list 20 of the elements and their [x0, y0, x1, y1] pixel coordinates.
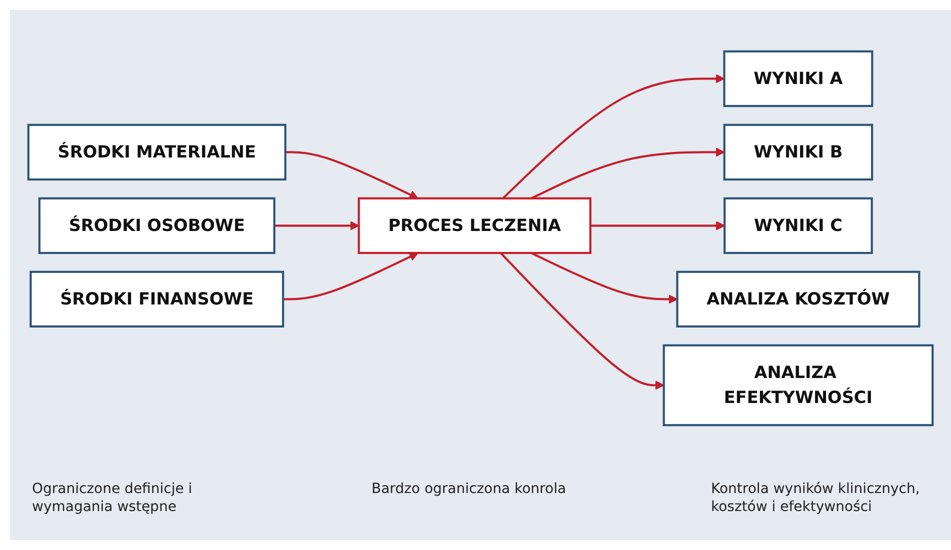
arrow	[283, 252, 418, 300]
column-caption: Kontrola wyników klinicznych, kosztów i efektywności	[711, 480, 921, 516]
node-box: WYNIKI B	[723, 124, 874, 180]
node-box: WYNIKI C	[724, 197, 873, 254]
arrow	[274, 220, 360, 230]
node-box: ŚRODKI MATERIALNE	[27, 124, 286, 180]
arrow	[530, 147, 725, 200]
arrow	[502, 74, 725, 199]
column-caption: Ograniczone definicje i wymagania wstępne	[32, 480, 194, 516]
arrow	[590, 220, 726, 230]
arrow	[500, 252, 664, 390]
arrow	[285, 150, 418, 199]
node-box: PROCES LECZENIA	[358, 197, 592, 254]
column-caption: Bardzo ograniczona konrola	[372, 480, 568, 499]
arrow	[530, 252, 678, 304]
node-box: ANALIZA KOSZTÓW	[676, 270, 920, 328]
node-box: ŚRODKI FINANSOWE	[30, 270, 284, 328]
node-box: WYNIKI A	[723, 50, 874, 107]
node-box: ŚRODKI OSOBOWE	[38, 197, 276, 254]
node-box: ANALIZA EFEKTYWNOŚCI	[662, 344, 934, 426]
